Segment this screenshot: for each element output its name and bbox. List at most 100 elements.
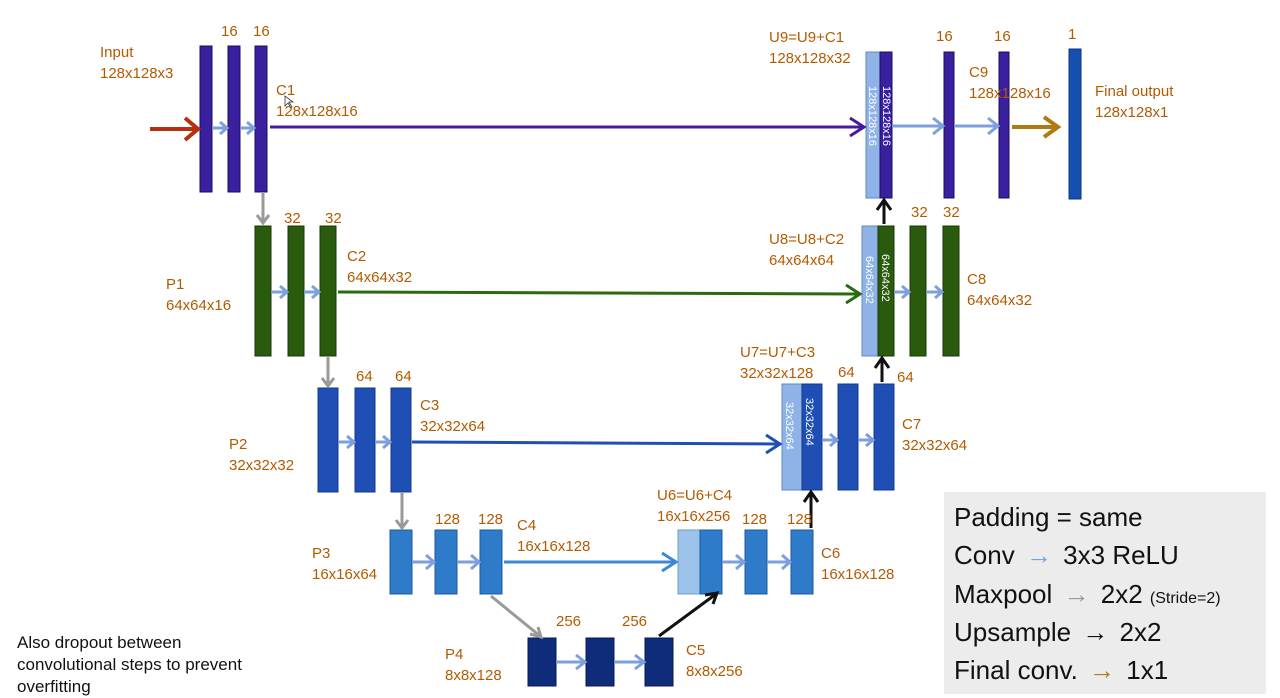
conv-arrows — [212, 116, 1001, 671]
p1-label: P1 64x64x16 — [166, 276, 232, 314]
skip-c4-u6 — [504, 551, 679, 573]
c7-conv2-block — [873, 383, 895, 491]
u7-left-label: 32x32x64 — [783, 402, 795, 450]
c7-conv1-block — [837, 383, 859, 491]
u8-label: U8=U8+C2 64x64x64 — [769, 231, 845, 269]
legend-maxpool-value: 2x2 — [1100, 579, 1143, 609]
legend-final-value: 1x1 — [1126, 655, 1169, 685]
c1-conv1-block — [227, 45, 241, 193]
c6-label: C6 16x16x128 — [821, 545, 895, 583]
c5-conv2-block — [644, 637, 674, 687]
input-block — [199, 45, 213, 193]
p3-block — [389, 529, 413, 595]
c8-label: C8 64x64x32 — [967, 271, 1033, 309]
c1-filters-1: 16 — [221, 23, 238, 40]
u6-upsampled-block — [677, 529, 701, 595]
legend-maxpool-name: Maxpool — [954, 579, 1053, 609]
c2-filters-1: 32 — [284, 210, 301, 227]
c5-conv1-block — [585, 637, 615, 687]
c9-filters-1: 16 — [936, 28, 953, 45]
p2-label: P2 32x32x32 — [229, 436, 295, 474]
c1-conv2-block — [254, 45, 268, 193]
c4-filters-1: 128 — [435, 511, 461, 528]
c4-conv1-block — [434, 529, 458, 595]
c8-conv1-block — [909, 225, 927, 357]
cursor-icon — [284, 95, 295, 109]
conv-arrow-icon: → — [1025, 540, 1052, 570]
legend-box: Padding = same Conv → 3x3 ReLU Maxpool →… — [944, 492, 1266, 694]
c7-filters-2: 64 — [897, 369, 914, 386]
c4-label: C4 16x16x128 — [517, 517, 591, 555]
c3-conv2-block — [390, 387, 412, 493]
u9-left-label: 128x128x16 — [866, 86, 878, 146]
legend-padding: Padding = same — [954, 502, 1143, 532]
skip-c2-u8 — [337, 283, 863, 305]
input-label: Input 128x128x3 — [100, 44, 174, 82]
legend-upsample-value: 2x2 — [1119, 617, 1162, 647]
u7-right-label: 32x32x64 — [803, 398, 815, 446]
skip-connections — [270, 116, 867, 573]
legend-conv: Conv → 3x3 ReLU — [954, 540, 1179, 571]
c2-conv2-block — [319, 225, 337, 357]
final-filters: 1 — [1068, 26, 1077, 43]
c9-conv1-block — [943, 51, 955, 199]
legend-final-name: Final conv. — [954, 655, 1078, 685]
p3-label: P3 16x16x64 — [312, 545, 378, 583]
final-output-block — [1068, 48, 1082, 200]
c5-filters-1: 256 — [556, 613, 582, 630]
c3-filters-1: 64 — [356, 368, 373, 385]
c2-filters-2: 32 — [325, 210, 342, 227]
c8-filters-2: 32 — [943, 204, 960, 221]
u6-skip-block — [699, 529, 723, 595]
final-conv-arrow — [1012, 115, 1062, 139]
p1-block — [254, 225, 272, 357]
legend-maxpool-note: (Stride=2) — [1149, 590, 1221, 607]
maxpool-arrows — [255, 192, 544, 640]
c4-filters-2: 128 — [478, 511, 504, 528]
c9-filters-2: 16 — [994, 28, 1011, 45]
p2-block — [317, 387, 339, 493]
input-arrow — [150, 116, 202, 142]
c3-label: C3 32x32x64 — [420, 397, 486, 435]
c8-conv2-block — [942, 225, 960, 357]
encoder-level-2 — [254, 225, 337, 357]
c2-conv1-block — [287, 225, 305, 357]
c9-label: C9 128x128x16 — [969, 64, 1051, 102]
c6-conv2-block — [790, 529, 814, 595]
c1-label: C1 128x128x16 — [276, 82, 358, 120]
c6-conv1-block — [744, 529, 768, 595]
u6-label: U6=U6+C4 16x16x256 — [657, 487, 733, 525]
c3-filters-2: 64 — [395, 368, 412, 385]
decoder-level-2: 64x64x32 64x64x32 — [861, 225, 960, 357]
u8-right-label: 64x64x32 — [879, 254, 891, 302]
upsample-arrow-icon: → — [1082, 617, 1109, 647]
legend-conv-value: 3x3 ReLU — [1063, 540, 1179, 570]
final-output-label: Final output 128x128x1 — [1095, 83, 1174, 121]
c1-filters-2: 16 — [253, 23, 270, 40]
bottleneck-level-5 — [527, 637, 674, 687]
skip-c1-u9 — [270, 116, 867, 138]
encoder-level-4 — [389, 529, 503, 595]
u9-right-label: 128x128x16 — [880, 86, 892, 146]
u8-left-label: 64x64x32 — [863, 256, 875, 304]
legend-maxpool: Maxpool → 2x2 (Stride=2) — [954, 579, 1221, 610]
skip-c3-u7 — [411, 433, 783, 455]
dropout-note: Also dropout between convolutional steps… — [17, 633, 242, 696]
c6-filters-2: 128 — [787, 511, 813, 528]
c3-conv1-block — [354, 387, 376, 493]
decoder-level-3: 32x32x64 32x32x64 — [781, 383, 895, 491]
c5-label: C5 8x8x256 — [686, 642, 743, 680]
c7-filters-1: 64 — [838, 364, 855, 381]
p4-block — [527, 637, 557, 687]
final-conv-arrow-icon: → — [1089, 655, 1116, 685]
c4-conv2-block — [479, 529, 503, 595]
encoder-level-3 — [317, 387, 412, 493]
encoder-level-1 — [199, 45, 268, 193]
decoder-level-4 — [677, 529, 814, 595]
upsample-arrows — [658, 197, 893, 638]
legend-final-conv: Final conv. → 1x1 — [954, 655, 1168, 686]
legend-upsample: Upsample → 2x2 — [954, 617, 1161, 648]
legend-upsample-name: Upsample — [954, 617, 1072, 647]
legend-conv-name: Conv — [954, 540, 1015, 570]
